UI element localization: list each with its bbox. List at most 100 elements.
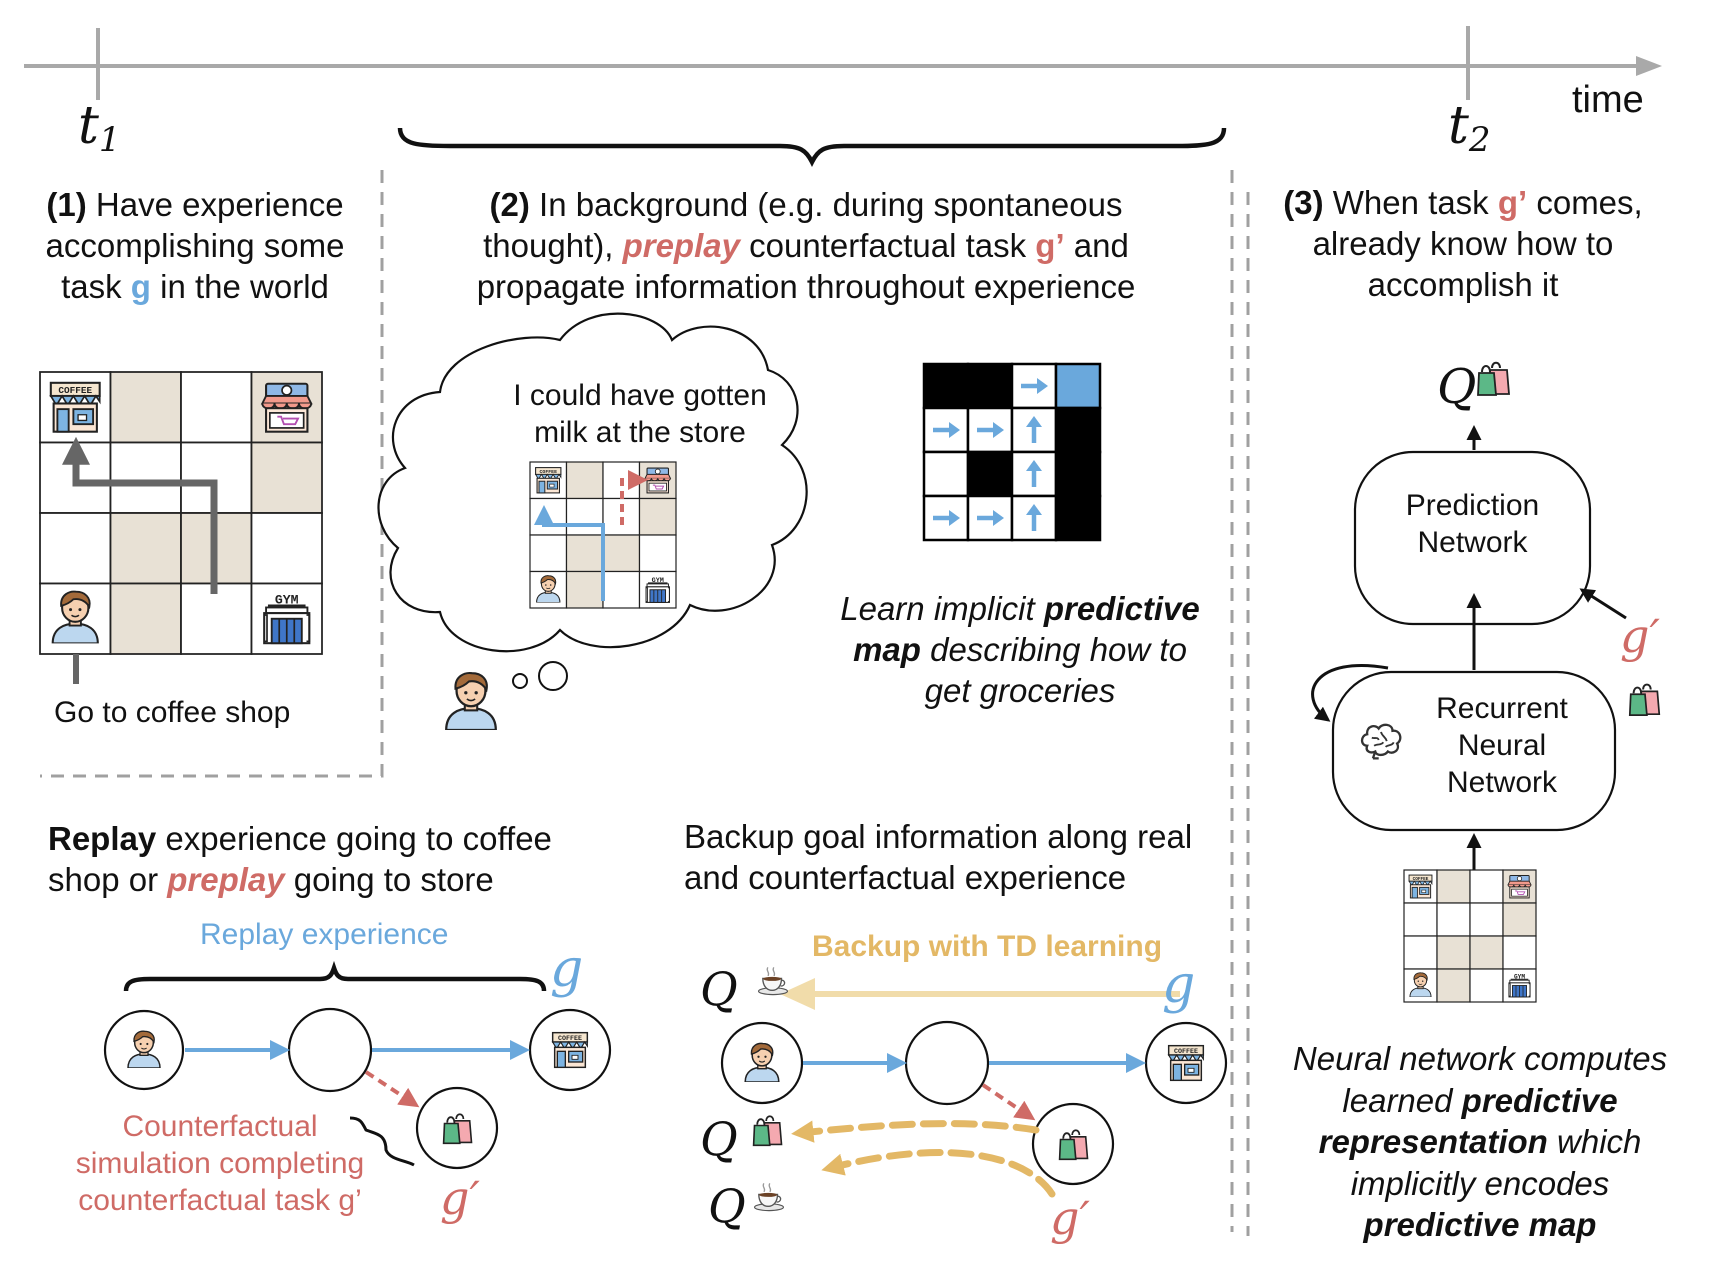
replay-node-middle xyxy=(287,1007,373,1093)
replay-goal-label: g xyxy=(550,939,584,999)
shopping-bag-icon xyxy=(1628,683,1661,717)
grid-cell xyxy=(1436,968,1471,1003)
neural-network-caption: Neural network computes learned predicti… xyxy=(1292,1040,1668,1243)
replay-brace xyxy=(123,960,547,992)
arrow-right-head xyxy=(1037,378,1048,394)
map-cell-white xyxy=(922,450,970,498)
grid-cell xyxy=(1469,935,1504,970)
replay-diagram xyxy=(103,960,612,1170)
grid-cell xyxy=(250,512,323,585)
coffee-shop-icon xyxy=(1167,1044,1205,1082)
grid-cell xyxy=(39,512,112,585)
grocery-store-icon xyxy=(644,467,671,494)
td-learning-label: Backup with TD learning xyxy=(812,930,1163,963)
grid-cell xyxy=(529,497,568,536)
thought-replay-path xyxy=(534,505,605,601)
recurrent-network-box xyxy=(1331,670,1617,832)
replay-brace-label: Replay experience xyxy=(200,918,449,951)
counterfactual-brace xyxy=(349,1116,415,1167)
coffee-shop-icon xyxy=(49,381,101,433)
person-thinking-icon xyxy=(445,671,497,730)
thought-dot-large xyxy=(538,661,568,691)
coffee-shop-icon xyxy=(1408,874,1433,899)
grid-cell xyxy=(1502,935,1537,970)
time-label: time xyxy=(1572,79,1644,121)
backup-heading: Backup goal information along real and c… xyxy=(684,818,1193,896)
coffee-shop-icon xyxy=(535,467,562,494)
shopping-bag-icon xyxy=(752,1115,783,1147)
preplay-arrow xyxy=(981,1083,1036,1121)
grid-cell xyxy=(529,534,568,573)
thought-preplay-path xyxy=(620,470,648,525)
grid-cell xyxy=(109,441,182,514)
map-cell-goal xyxy=(1054,362,1102,410)
grid-cell xyxy=(602,534,641,573)
route-arrow-to-coffee xyxy=(62,436,218,594)
t2-label: t2 xyxy=(1448,96,1491,160)
arrow-up-head xyxy=(1026,460,1042,471)
panel-separators xyxy=(40,170,1250,1236)
grid-cell xyxy=(1436,869,1471,904)
arrow-right-head xyxy=(993,510,1004,526)
map-cell-black xyxy=(1054,494,1102,542)
recurrent-loop-arrow xyxy=(1311,664,1389,722)
q-coffee-label: Q xyxy=(700,962,738,1016)
shopping-bag-icon xyxy=(1477,361,1510,396)
timeline-arrowhead xyxy=(1636,56,1662,76)
thought-dot-small xyxy=(512,673,528,689)
grid-cell xyxy=(565,497,604,536)
grid-cell xyxy=(565,570,604,609)
map-cell-black xyxy=(966,362,1014,410)
grid-cell xyxy=(1502,902,1537,937)
map-cell-black xyxy=(1054,450,1102,498)
grocery-store-icon xyxy=(1507,875,1532,899)
grid-world-large xyxy=(39,371,323,655)
grid-cell xyxy=(638,497,677,536)
backup-diagram xyxy=(720,966,1228,1212)
map-cell-black xyxy=(966,450,1014,498)
grid-cell xyxy=(1436,902,1471,937)
grid-cell xyxy=(1469,902,1504,937)
q-bag-label: Q xyxy=(700,1112,738,1166)
step1-heading: (1) Have experience accomplishing some t… xyxy=(45,186,345,305)
preplay-arrow xyxy=(364,1070,420,1108)
arrow-up-head xyxy=(1026,416,1042,427)
coffee-cup-icon xyxy=(753,1182,785,1212)
arrow-goal-to-prediction xyxy=(1579,588,1627,620)
arrow-up-head xyxy=(1026,504,1042,515)
coffee-shop-icon xyxy=(551,1031,589,1069)
grid-cell xyxy=(109,371,182,444)
grid-cell xyxy=(109,512,182,585)
replay-counterfactual-goal: g′ xyxy=(440,1171,480,1225)
grid-cell xyxy=(602,497,641,536)
step2-heading: (2) In background (e.g. during spontaneo… xyxy=(476,186,1136,305)
counterfactual-caption: Counterfactual simulation completing cou… xyxy=(75,1110,365,1217)
backup-arc-bag xyxy=(791,1120,1040,1143)
coffee-cup-icon xyxy=(757,966,789,996)
rnn-label: Recurrent Neural Network xyxy=(1436,692,1568,799)
thought-text: I could have gotten milk at the store xyxy=(513,379,767,449)
grid-cell xyxy=(638,534,677,573)
predictive-map-caption: Learn implicit predictive map describing… xyxy=(840,590,1200,709)
map-cell-black xyxy=(922,362,970,410)
arrow-right-head xyxy=(949,422,960,438)
grid-world-input xyxy=(1403,869,1537,1003)
prediction-network-label: Prediction Network xyxy=(1405,489,1540,559)
panel1-border xyxy=(40,170,384,778)
timeline xyxy=(24,26,1662,168)
grid-cell xyxy=(180,582,253,655)
q-coffee-label-2: Q xyxy=(708,1179,746,1233)
q-output-label: Q xyxy=(1437,359,1477,415)
t1-label: t1 xyxy=(78,96,121,160)
grid-cell xyxy=(250,441,323,514)
replay-heading: Replay experience going to coffee shop o… xyxy=(48,820,552,898)
background-brace xyxy=(397,127,1227,168)
step3-heading: (3) When task g’ comes, already know how… xyxy=(1283,184,1643,303)
grid-cell xyxy=(565,461,604,500)
arrow-right-head xyxy=(993,422,1004,438)
grid-world-thought xyxy=(529,461,677,609)
step1-caption: Go to coffee shop xyxy=(54,696,291,729)
grid-cell xyxy=(1403,935,1438,970)
grid-cell xyxy=(180,371,253,444)
